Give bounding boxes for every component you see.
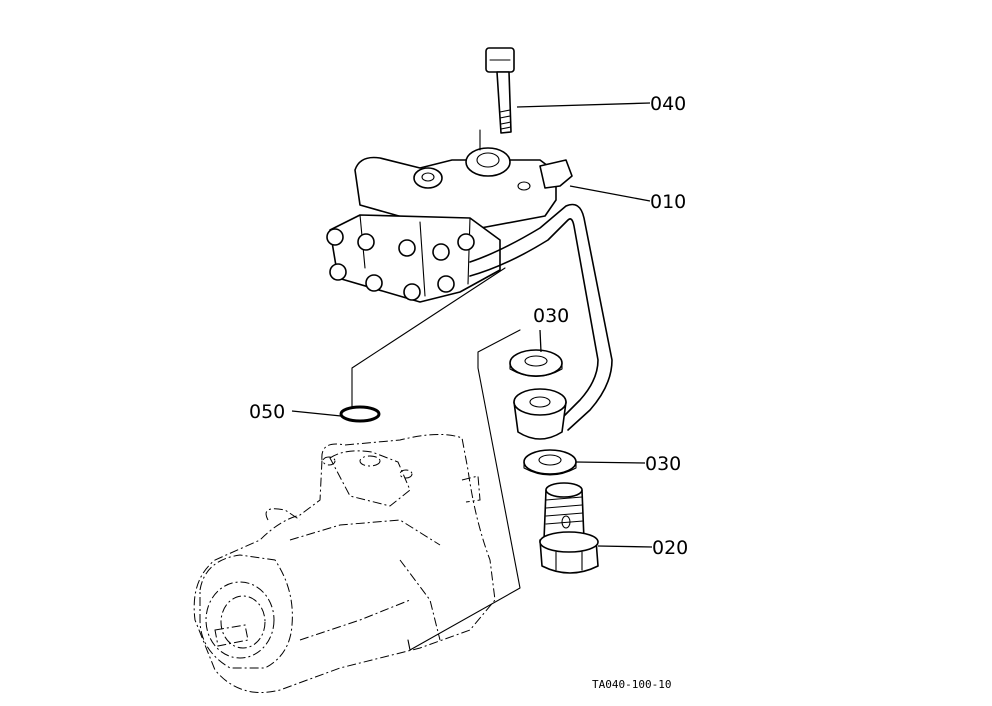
callout-label-040: 040 — [650, 93, 686, 115]
callout-label-030-lower: 030 — [645, 453, 681, 475]
assembly-reference-lines — [351, 129, 521, 651]
callout-label-050: 050 — [249, 401, 285, 423]
washer-lower-part[interactable] — [523, 449, 577, 476]
banjo-bolt-part[interactable] — [539, 482, 599, 574]
drawing-code-label: TA040-100-10 — [592, 678, 671, 691]
washer-upper-part[interactable] — [509, 349, 563, 378]
o-ring-part[interactable] — [339, 405, 381, 423]
callout-label-020: 020 — [652, 537, 688, 559]
valve-block-part[interactable] — [326, 147, 573, 303]
leader-lines — [291, 102, 653, 548]
hydraulic-pump-reference — [193, 434, 496, 693]
delivery-pipe[interactable] — [469, 203, 613, 431]
banjo-fitting-part[interactable] — [513, 388, 567, 440]
callout-label-030-upper: 030 — [533, 305, 569, 327]
callout-label-010: 010 — [650, 191, 686, 213]
bolt-part[interactable] — [485, 47, 515, 134]
